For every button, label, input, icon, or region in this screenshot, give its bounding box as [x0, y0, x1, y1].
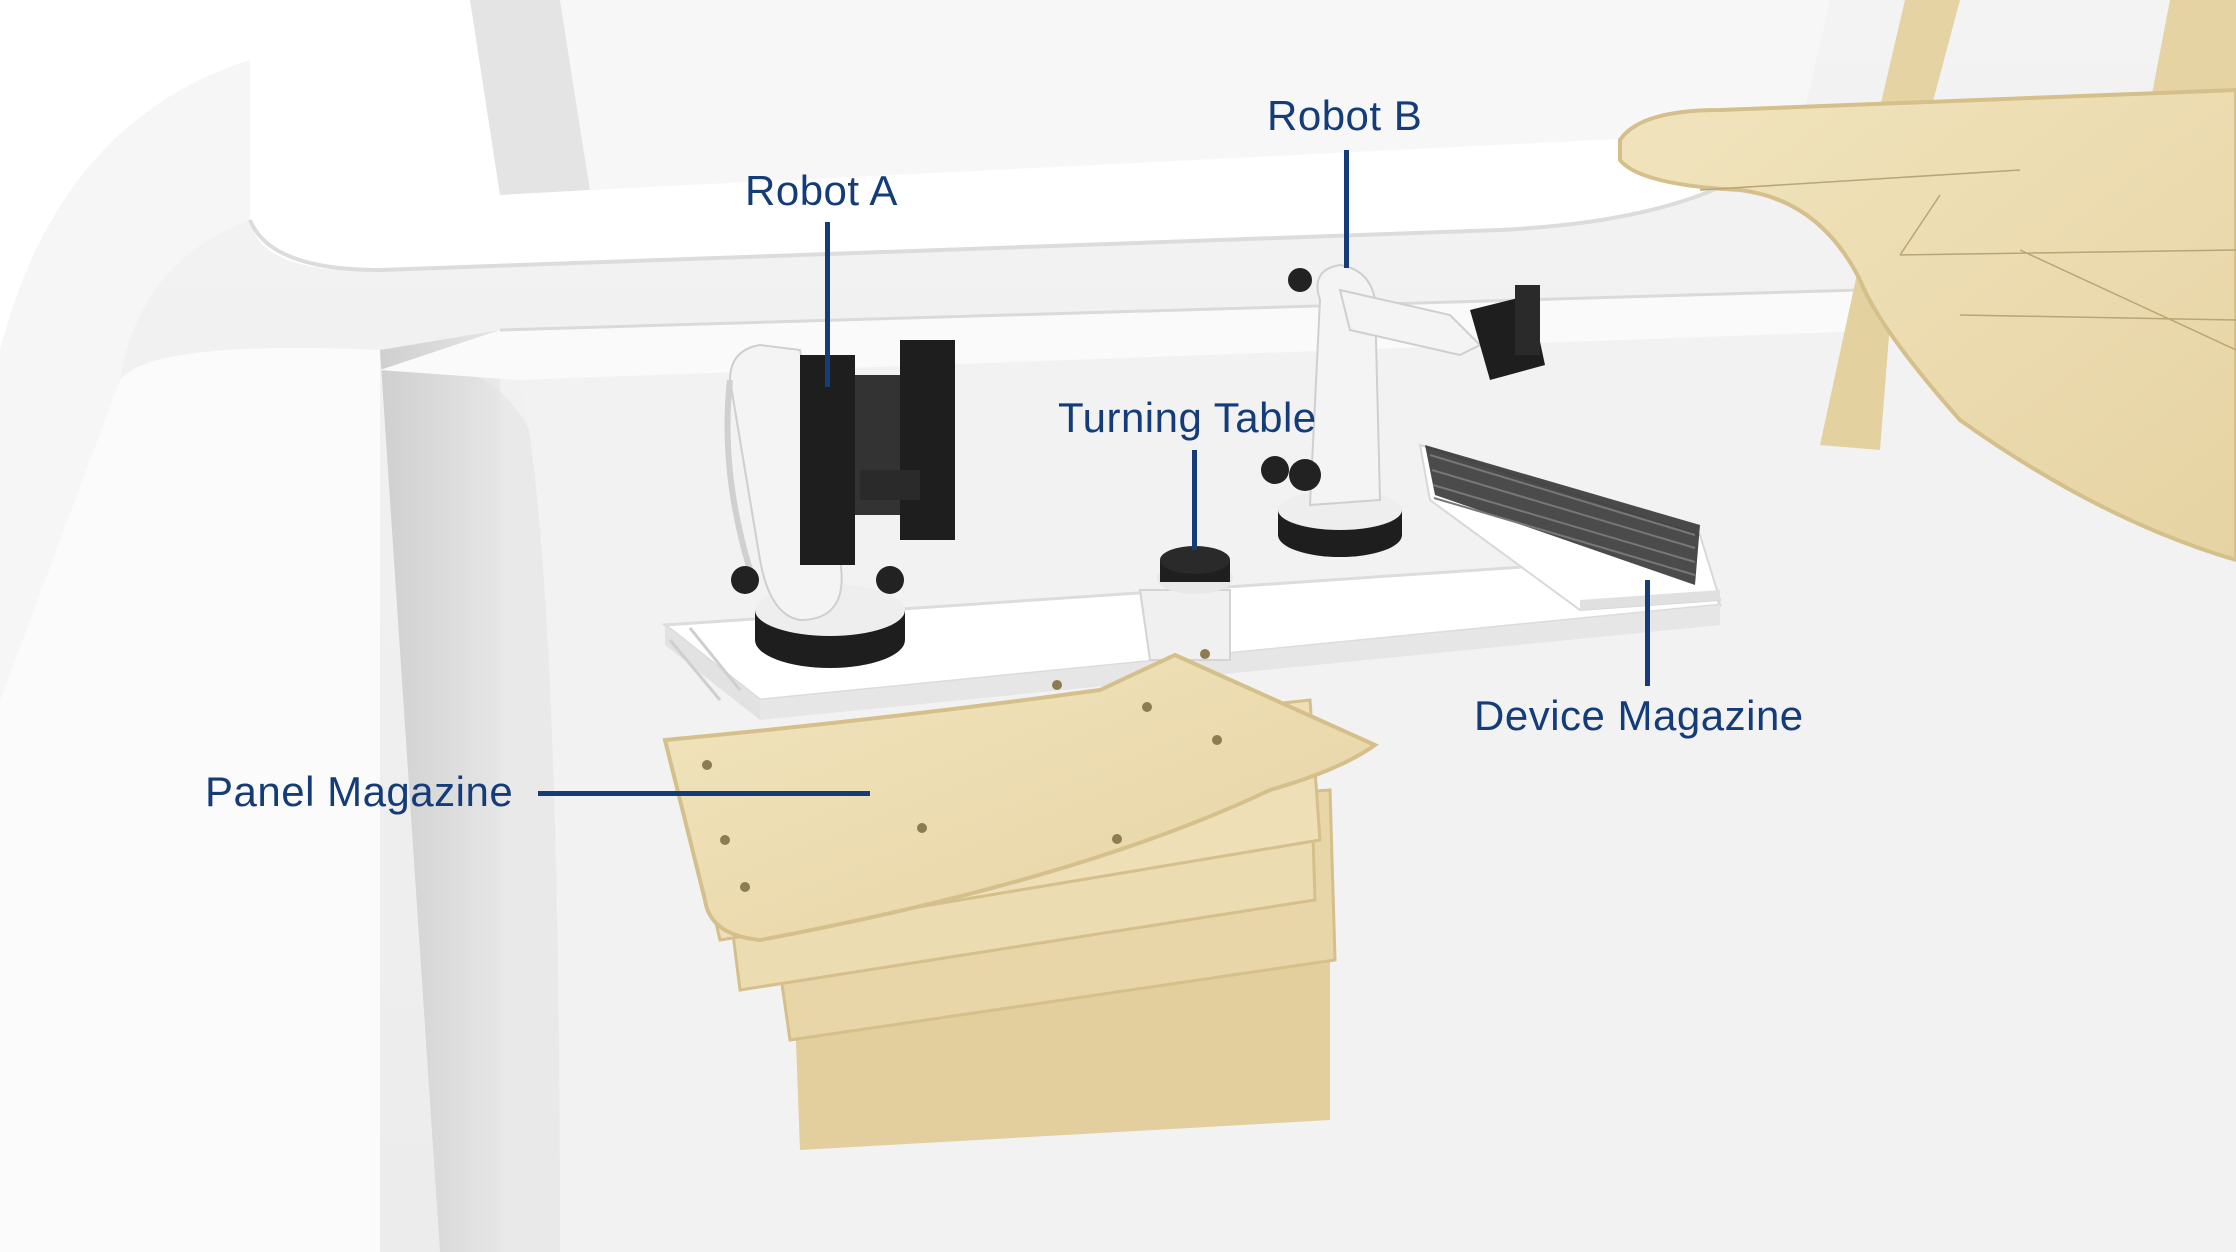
- leader-line-robot-b: [1344, 150, 1349, 268]
- label-robot-b: Robot B: [1267, 92, 1423, 139]
- leader-line-turning-table: [1192, 450, 1197, 550]
- panel-magazine-model: [662, 649, 1379, 1150]
- left-wall: [0, 0, 560, 1252]
- label-panel-magazine: Panel Magazine: [205, 768, 514, 815]
- leader-line-robot-a: [825, 222, 830, 387]
- robot-b-model: [1261, 263, 1545, 557]
- turning-table-model: [1138, 546, 1233, 661]
- device-magazine-model: [1418, 443, 1722, 612]
- label-device-magazine: Device Magazine: [1474, 692, 1804, 739]
- robot-a-model: [724, 340, 955, 668]
- wooden-canopy: [1618, 0, 2236, 563]
- label-turning-table: Turning Table: [1058, 394, 1317, 441]
- label-robot-a: Robot A: [745, 167, 898, 214]
- leader-line-device-magazine: [1645, 580, 1650, 686]
- background-building: [248, 0, 1830, 273]
- leader-line-panel-magazine: [538, 791, 870, 796]
